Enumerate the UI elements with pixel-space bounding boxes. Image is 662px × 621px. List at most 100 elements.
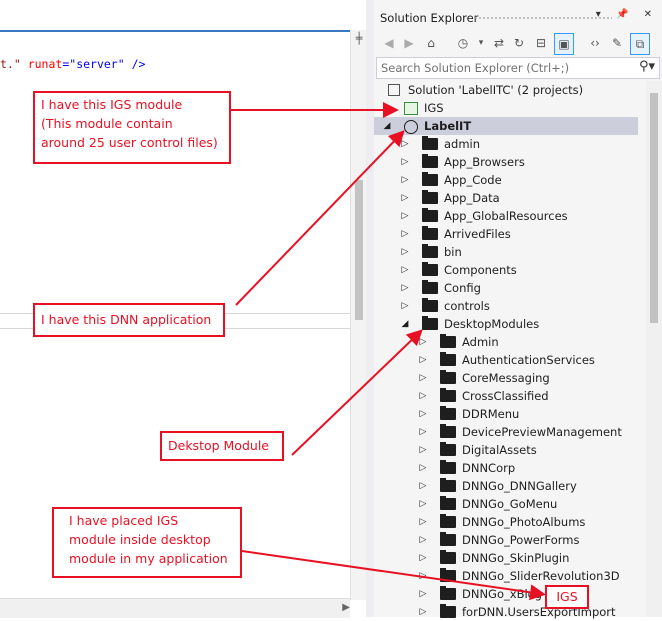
folder-icon — [422, 208, 438, 222]
editor-horizontal-scrollbar[interactable]: ▶ — [0, 598, 350, 618]
expand-icon[interactable]: ▷ — [401, 211, 409, 221]
search-input[interactable]: Search Solution Explorer (Ctrl+;) — [381, 61, 570, 75]
tree-scrollbar[interactable] — [646, 81, 662, 617]
search-icon[interactable]: ⚲▾ — [638, 59, 655, 74]
expand-icon[interactable]: ▷ — [419, 373, 427, 383]
globe-icon — [404, 120, 418, 134]
folder-icon — [440, 496, 456, 510]
scroll-right-icon[interactable]: ▶ — [342, 602, 350, 613]
folder-icon — [440, 568, 456, 582]
tree-item-label: DNNGo_PowerForms — [462, 533, 580, 547]
search-box[interactable]: Search Solution Explorer (Ctrl+;) ⚲▾ — [376, 57, 660, 79]
tree-item-label: DevicePreviewManagement — [462, 425, 622, 439]
expand-icon[interactable]: ▷ — [419, 499, 427, 509]
panel-title: Solution Explorer — [380, 11, 479, 25]
annotation-igs-module: I have this IGS module (This module cont… — [33, 91, 231, 164]
editor-vertical-scrollbar[interactable]: ╪ — [350, 30, 367, 600]
tree-item-label: Config — [444, 281, 481, 295]
expand-icon[interactable]: ▷ — [401, 193, 409, 203]
folder-icon — [440, 460, 456, 474]
folder-icon — [440, 370, 456, 384]
tree-item-label: bin — [444, 245, 462, 259]
tree-item-label: forDNN.UsersExportImport — [462, 605, 616, 619]
expand-icon[interactable]: ▷ — [401, 157, 409, 167]
annotation-dnn-app: I have this DNN application — [33, 303, 225, 337]
folder-icon — [422, 280, 438, 294]
split-icon[interactable]: ╪ — [355, 32, 363, 45]
tree-item-label: DNNGo_GoMenu — [462, 497, 558, 511]
tree-scroll-thumb[interactable] — [650, 93, 658, 323]
properties-icon[interactable]: ✎ — [611, 36, 623, 50]
collapse-icon[interactable]: ◢ — [383, 121, 391, 131]
folder-icon — [422, 244, 438, 258]
folder-icon — [440, 388, 456, 402]
folder-icon — [422, 226, 438, 240]
expand-icon[interactable]: ▷ — [401, 247, 409, 257]
expand-icon[interactable]: ▷ — [419, 571, 427, 581]
expand-icon[interactable]: ▷ — [401, 175, 409, 185]
pane-splitter[interactable] — [366, 0, 374, 617]
show-all-files-icon[interactable]: ▣ — [554, 33, 574, 55]
editor-tab-line — [0, 30, 350, 32]
expand-icon[interactable]: ▷ — [419, 355, 427, 365]
solution-explorer-toolbar: ◀ ▶ ⌂ ◷ ▾ ⇄ ↻ ⊟ ▣ ‹› ✎ ⧉ — [374, 30, 662, 56]
folder-icon — [440, 442, 456, 456]
folder-icon — [440, 334, 456, 348]
title-buttons[interactable]: ▾ 📌 ✕ — [595, 9, 658, 20]
folder-icon — [440, 352, 456, 366]
folder-icon — [422, 190, 438, 204]
project-labelit[interactable]: ◢ LabelIT — [374, 117, 638, 135]
expand-icon[interactable]: ▷ — [401, 265, 409, 275]
sync-icon[interactable]: ⇄ — [493, 36, 505, 50]
home-icon[interactable]: ⌂ — [427, 36, 435, 50]
chevron-down-icon[interactable]: ▾ — [478, 38, 484, 48]
tree-item-label: DigitalAssets — [462, 443, 537, 457]
expand-icon[interactable]: ▷ — [401, 229, 409, 239]
annotation-placed: I have placed IGS module inside desktop … — [52, 507, 242, 578]
tree-item-label: App_Code — [444, 173, 502, 187]
expand-icon[interactable]: ▷ — [383, 103, 391, 113]
expand-icon[interactable]: ▷ — [419, 589, 427, 599]
folder-icon — [440, 550, 456, 564]
expand-icon[interactable]: ▷ — [419, 337, 427, 347]
tree-item-label: DesktopModules — [444, 317, 540, 331]
solution-icon — [388, 84, 400, 96]
folder-icon — [422, 172, 438, 186]
expand-icon[interactable]: ▷ — [419, 553, 427, 563]
expand-icon[interactable]: ▷ — [419, 535, 427, 545]
tree-item-label: DNNCorp — [462, 461, 516, 475]
panel-title-bar: Solution Explorer ▾ 📌 ✕ — [374, 0, 662, 30]
collapse-all-icon[interactable]: ⊟ — [535, 36, 547, 50]
view-code-icon[interactable]: ‹› — [590, 36, 600, 50]
expand-icon[interactable]: ▷ — [419, 427, 427, 437]
code-line[interactable]: t." runat="server" /> — [0, 57, 146, 71]
folder-icon — [422, 136, 438, 150]
tree-item-label: App_GlobalResources — [444, 209, 568, 223]
expand-icon[interactable]: ▷ — [419, 445, 427, 455]
folder-icon — [422, 316, 438, 330]
forward-icon[interactable]: ▶ — [404, 36, 414, 50]
expand-icon[interactable]: ▷ — [419, 409, 427, 419]
expand-icon[interactable]: ▷ — [401, 139, 409, 149]
tree-item-label: DNNGo_SkinPlugin — [462, 551, 570, 565]
preview-icon[interactable]: ⧉ — [630, 33, 650, 55]
tree-item-label: Admin — [462, 335, 499, 349]
history-icon[interactable]: ◷ — [457, 36, 469, 50]
tree-item-label: DNNGo_PhotoAlbums — [462, 515, 586, 529]
solution-explorer-panel: Solution Explorer ▾ 📌 ✕ ◀ ▶ ⌂ ◷ ▾ ⇄ ↻ ⊟ … — [374, 0, 662, 619]
expand-icon[interactable]: ▷ — [401, 283, 409, 293]
tree-item-label: CrossClassified — [462, 389, 549, 403]
folder-icon — [422, 298, 438, 312]
refresh-icon[interactable]: ↻ — [513, 36, 525, 50]
expand-icon[interactable]: ▷ — [419, 517, 427, 527]
expand-icon[interactable]: ▷ — [419, 391, 427, 401]
back-icon[interactable]: ◀ — [384, 36, 394, 50]
grip-dots[interactable] — [474, 16, 612, 20]
collapse-icon[interactable]: ◢ — [401, 319, 409, 329]
scroll-thumb[interactable] — [355, 180, 363, 320]
expand-icon[interactable]: ▷ — [419, 481, 427, 491]
tree-item-label: App_Browsers — [444, 155, 525, 169]
expand-icon[interactable]: ▷ — [401, 301, 409, 311]
expand-icon[interactable]: ▷ — [419, 463, 427, 473]
expand-icon[interactable]: ▷ — [419, 607, 427, 617]
